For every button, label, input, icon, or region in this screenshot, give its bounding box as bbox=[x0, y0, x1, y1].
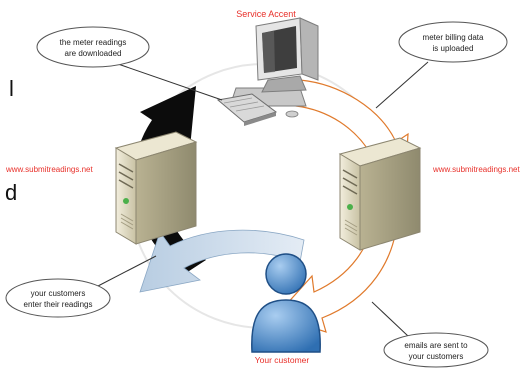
person-icon bbox=[251, 253, 321, 353]
callout-emails-line1: emails are sent to bbox=[404, 341, 468, 350]
customer-label: Your customer bbox=[255, 355, 310, 365]
right-site-label: www.submitreadings.net bbox=[432, 165, 520, 174]
callout-enter: your customers enter their readings bbox=[5, 255, 157, 318]
callout-downloaded-line2: are downloaded bbox=[65, 49, 122, 58]
server-tower-icon bbox=[338, 137, 422, 251]
callout-uploaded: meter billing data is uploaded bbox=[375, 21, 508, 109]
callout-enter-line1: your customers bbox=[31, 289, 86, 298]
callout-enter-line2: enter their readings bbox=[24, 300, 93, 309]
callout-uploaded-line1: meter billing data bbox=[423, 33, 484, 42]
callout-emails-line2: your customers bbox=[409, 352, 464, 361]
callout-downloaded: the meter readings are downloaded bbox=[36, 26, 223, 101]
server-tower-icon bbox=[114, 131, 198, 245]
desktop-computer-icon bbox=[216, 17, 319, 126]
edge-fragment-top: l bbox=[9, 76, 14, 101]
service-label: Service Accent bbox=[236, 9, 296, 19]
callout-emails: emails are sent to your customers bbox=[371, 301, 489, 368]
callout-downloaded-line1: the meter readings bbox=[60, 38, 127, 47]
callout-uploaded-line2: is uploaded bbox=[433, 44, 474, 53]
edge-fragment-bottom: d bbox=[5, 180, 17, 205]
submit-arrow bbox=[139, 229, 305, 293]
left-site-label: www.submitreadings.net bbox=[5, 165, 93, 174]
